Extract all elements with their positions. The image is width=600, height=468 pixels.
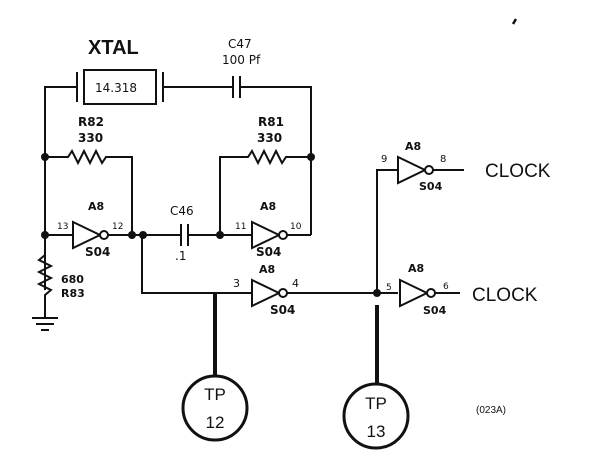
gate2-type: S04 (256, 245, 281, 259)
gate4-chip: A8 (405, 140, 421, 153)
xtal-value: 14.318 (95, 81, 137, 95)
test-point-13: TP 13 (342, 382, 410, 450)
resistor-r82: R82 330 (45, 115, 133, 235)
gate5-type: S04 (423, 304, 447, 317)
r82-value: 330 (78, 131, 103, 145)
tp12-label: TP (204, 385, 226, 404)
inverter-gate-4: A8 S04 9 8 (381, 140, 464, 193)
c47-ref: C47 (228, 37, 252, 51)
r81-ref: R81 (258, 115, 284, 129)
inverter-gate-1: A8 S04 13 12 (45, 200, 143, 259)
tp13-label: TP (365, 394, 387, 413)
c46-value: .1 (175, 249, 186, 263)
junction-dot (139, 231, 147, 239)
junction-dot (307, 153, 315, 161)
gate5-pin-out: 6 (443, 282, 449, 292)
junction-dot (128, 231, 136, 239)
clock-output-1: CLOCK (485, 161, 551, 182)
gate1-pin-in: 13 (57, 222, 68, 232)
inverter-gate-2: A8 S04 11 10 (235, 200, 311, 259)
r81-value: 330 (257, 131, 282, 145)
resistor-r81: R81 330 (219, 115, 312, 235)
gate2-chip: A8 (260, 200, 276, 213)
gate1-type: S04 (85, 245, 110, 259)
gate3-type: S04 (270, 303, 295, 317)
inverter-gate-3: A8 S04 3 4 (233, 263, 398, 317)
gate4-pin-in: 9 (381, 154, 387, 165)
stray-mark (511, 18, 518, 25)
junction-dot (41, 153, 49, 161)
gate3-chip: A8 (259, 263, 275, 276)
tp12-number: 12 (206, 413, 225, 432)
wire-to-gate4 (376, 169, 398, 293)
junction-dot (41, 231, 49, 239)
r83-value: 680 (61, 273, 84, 286)
c46-ref: C46 (170, 204, 194, 218)
figure-id: (023A) (476, 405, 506, 416)
crystal-xtal: 14.318 (76, 69, 164, 105)
gate2-pin-out: 10 (290, 222, 302, 232)
junction-dot (373, 289, 381, 297)
r83-ref: R83 (61, 287, 85, 300)
xtal-label: XTAL (88, 37, 139, 59)
resistor-r83: 680 R83 (32, 254, 85, 331)
r82-ref: R82 (78, 115, 104, 129)
inverter-gate-5: A8 S04 5 6 (386, 262, 460, 317)
gate2-pin-in: 11 (235, 222, 246, 232)
junction-dot (216, 231, 224, 239)
capacitor-c46: C46 .1 (143, 204, 252, 263)
capacitor-c47: C47 100 Pf (222, 37, 261, 98)
clock-output-2: CLOCK (472, 285, 538, 306)
gate3-pin-out: 4 (292, 277, 299, 290)
gate1-pin-out: 12 (112, 222, 123, 232)
tp13-number: 13 (367, 422, 386, 441)
gate5-pin-in: 5 (386, 283, 392, 293)
gate3-pin-in: 3 (233, 277, 240, 290)
test-point-12: TP 12 (181, 374, 249, 442)
gate4-type: S04 (419, 180, 443, 193)
gate1-chip: A8 (88, 200, 104, 213)
gate5-chip: A8 (408, 262, 424, 275)
c47-value: 100 Pf (222, 53, 261, 67)
wire-xtal-left (44, 86, 76, 155)
gate4-pin-out: 8 (440, 154, 446, 165)
wire-c47-right (241, 86, 312, 155)
